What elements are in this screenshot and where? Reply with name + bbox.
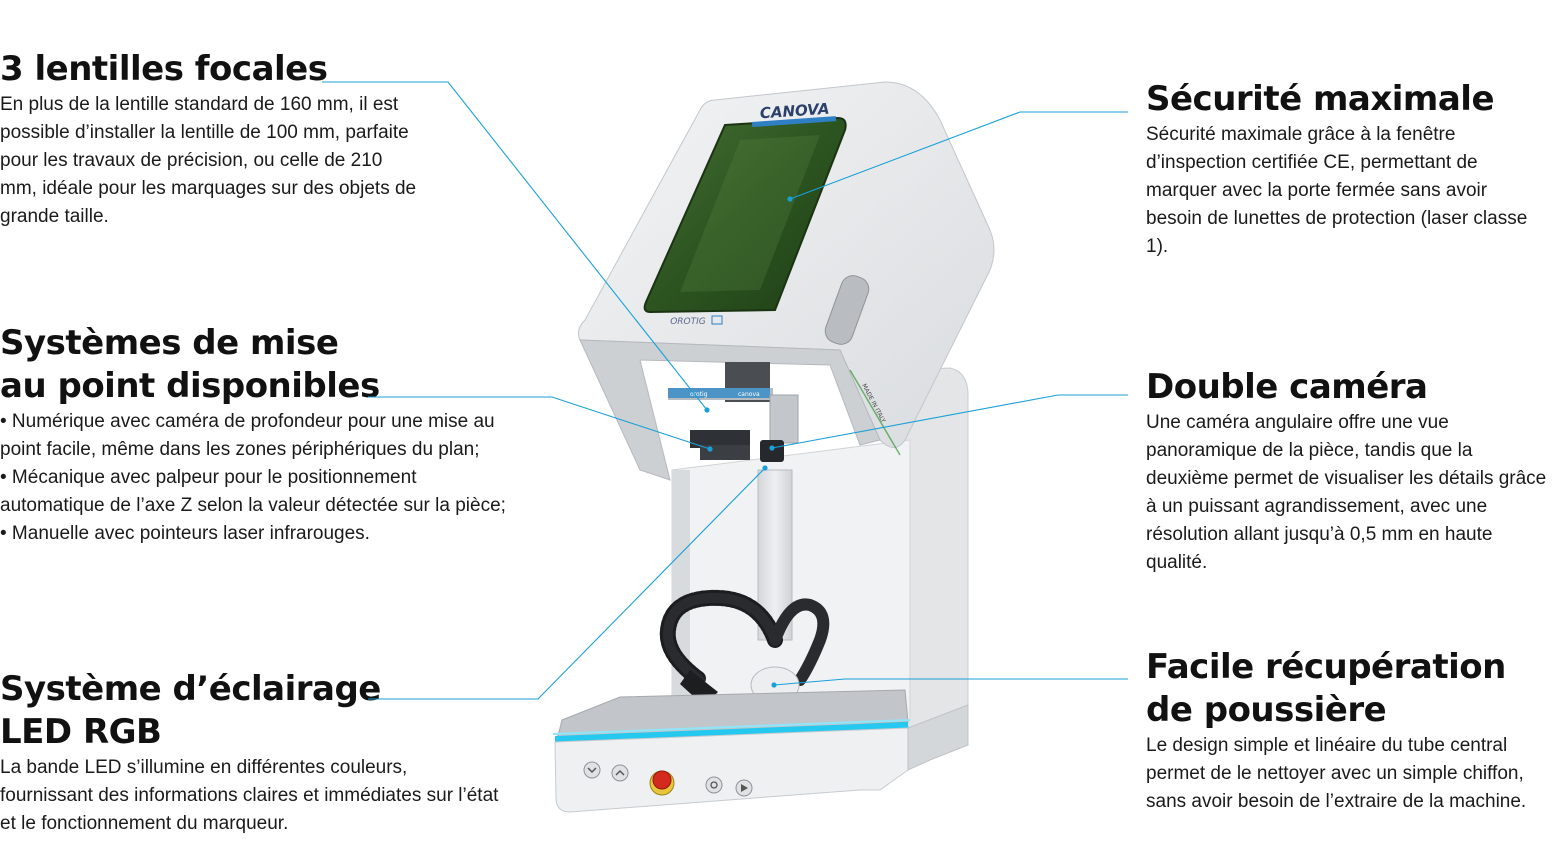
- focusing-lens: [690, 430, 750, 448]
- camera-text: Une caméra angulaire offre une vue panor…: [1146, 412, 1547, 573]
- italy-flag-stripe: [849, 369, 901, 456]
- hood-handle: [824, 275, 870, 345]
- hood-underside: [579, 339, 881, 481]
- callout-line-focus: [368, 396, 711, 450]
- dust-title: Facile récupération de poussière: [1146, 646, 1560, 732]
- button-up[interactable]: [611, 764, 629, 782]
- head-lower-block: [700, 445, 750, 460]
- emergency-stop-button[interactable]: [652, 770, 672, 790]
- callout-line-lighting: [368, 467, 766, 700]
- focus-title: Systèmes de mise au point disponibles: [0, 322, 520, 408]
- laser-head-label-strip: [668, 388, 770, 398]
- callout-dot-lighting: [762, 465, 768, 471]
- canova-logo-underline: [751, 116, 837, 127]
- focus-bullet-mechanical: • Mécanique avec palpeur pour le positio…: [0, 467, 506, 516]
- focus-title-line1: Systèmes de mise: [0, 323, 339, 363]
- dust-text: Le design simple et linéaire du tube cen…: [1146, 735, 1527, 812]
- safety-text: Sécurité maximale grâce à la fenêtre d’i…: [1146, 124, 1528, 257]
- callout-line-dust: [773, 678, 1128, 686]
- head-side-plate: [769, 394, 799, 444]
- feature-focus: Systèmes de mise au point disponibles • …: [0, 322, 520, 548]
- base-front: [554, 727, 909, 813]
- lenses-text: En plus de la lentille standard de 160 m…: [0, 94, 417, 227]
- chevron-down-icon: [587, 767, 597, 774]
- callout-line-lenses: [322, 81, 708, 411]
- rgb-led-strip-glow: [552, 719, 911, 735]
- head-label-right: canova: [738, 391, 760, 398]
- base-side: [907, 704, 969, 771]
- canova-logo: CANOVA: [759, 100, 830, 123]
- camera-title: Double caméra: [1146, 367, 1428, 407]
- maker-label-mark: [711, 315, 723, 325]
- feature-lenses: 3 lentilles focales En plus de la lentil…: [0, 48, 420, 231]
- button-down[interactable]: [583, 761, 601, 779]
- callout-dot-dust: [771, 682, 777, 688]
- focus-bullet-digital: • Numérique avec caméra de profondeur po…: [0, 411, 495, 460]
- callout-dot-focus: [707, 446, 713, 452]
- lighting-title: Système d’éclairage LED RGB: [0, 668, 500, 754]
- callout-dot-safety: [787, 196, 793, 202]
- callout-dot-lenses: [704, 407, 710, 413]
- angular-camera: [760, 440, 784, 462]
- focus-title-line2: au point disponibles: [0, 366, 380, 406]
- focus-bullets: • Numérique avec caméra de profondeur po…: [0, 408, 520, 548]
- flex-arm-right: [769, 598, 830, 686]
- lighting-text: La bande LED s’illumine en différentes c…: [0, 757, 499, 834]
- lighting-title-line1: Système d’éclairage: [0, 669, 381, 709]
- chevron-up-icon: [615, 769, 625, 776]
- head-label-left: orotig: [690, 391, 708, 398]
- rgb-led-strip: [555, 722, 908, 742]
- feature-safety: Sécurité maximale Sécurité maximale grâc…: [1146, 78, 1546, 261]
- callout-line-safety: [789, 111, 1128, 200]
- focus-bullet-manual: • Manuelle avec pointeurs laser infrarou…: [0, 523, 370, 544]
- dust-title-line2: de poussière: [1146, 690, 1387, 730]
- flex-arm-left-core: [662, 592, 780, 685]
- inspection-window: [643, 116, 847, 314]
- play-icon: [741, 784, 748, 792]
- gear-icon: [710, 781, 718, 789]
- feature-lighting: Système d’éclairage LED RGB La bande LED…: [0, 668, 500, 838]
- maker-label: OROTIG: [670, 317, 706, 327]
- callout-dot-camera: [769, 445, 775, 451]
- right-pillar: [904, 367, 969, 756]
- callout-line-camera: [771, 394, 1128, 449]
- window-reflection: [680, 135, 820, 292]
- lighting-title-line2: LED RGB: [0, 712, 162, 752]
- button-settings[interactable]: [705, 776, 723, 794]
- dust-title-line1: Facile récupération: [1146, 647, 1506, 687]
- lenses-title: 3 lentilles focales: [0, 49, 328, 89]
- safety-title: Sécurité maximale: [1146, 79, 1495, 119]
- feature-dust: Facile récupération de poussière Le desi…: [1146, 646, 1560, 816]
- feature-camera: Double caméra Une caméra angulaire offre…: [1146, 366, 1556, 577]
